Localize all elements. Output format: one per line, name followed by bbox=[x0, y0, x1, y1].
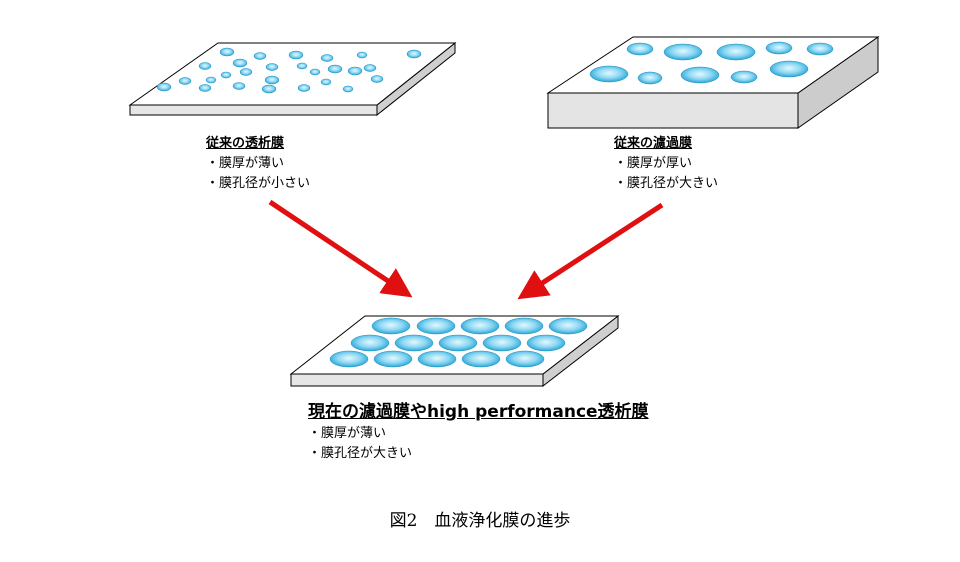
label-point: 膜厚が薄い bbox=[206, 154, 310, 174]
arrow-right bbox=[517, 202, 664, 300]
label-title: 従来の濾過膜 bbox=[614, 136, 693, 151]
plate-current-high-performance bbox=[289, 314, 620, 388]
label-conventional-filtration: 従来の濾過膜 膜厚が厚い 膜孔径が大きい bbox=[614, 134, 718, 194]
label-point: 膜厚が薄い bbox=[308, 424, 649, 444]
plate-conventional-filtration bbox=[546, 36, 880, 129]
plate-conventional-dialysis bbox=[128, 41, 457, 117]
arrow-left bbox=[268, 199, 413, 298]
label-point: 膜孔径が小さい bbox=[206, 174, 310, 194]
large-pores-thin bbox=[329, 317, 588, 368]
label-point: 膜厚が厚い bbox=[614, 154, 718, 174]
label-current-high-performance: 現在の濾過膜やhigh performance透析膜 膜厚が薄い 膜孔径が大きい bbox=[308, 400, 649, 464]
small-pores bbox=[156, 47, 422, 94]
label-point: 膜孔径が大きい bbox=[308, 444, 649, 464]
figure-caption: 図2 血液浄化膜の進歩 bbox=[389, 511, 571, 531]
large-pores bbox=[589, 41, 834, 85]
label-title: 従来の透析膜 bbox=[206, 136, 285, 151]
label-conventional-dialysis: 従来の透析膜 膜厚が薄い 膜孔径が小さい bbox=[206, 134, 310, 194]
label-title: 現在の濾過膜やhigh performance透析膜 bbox=[308, 402, 649, 422]
label-point: 膜孔径が大きい bbox=[614, 174, 718, 194]
